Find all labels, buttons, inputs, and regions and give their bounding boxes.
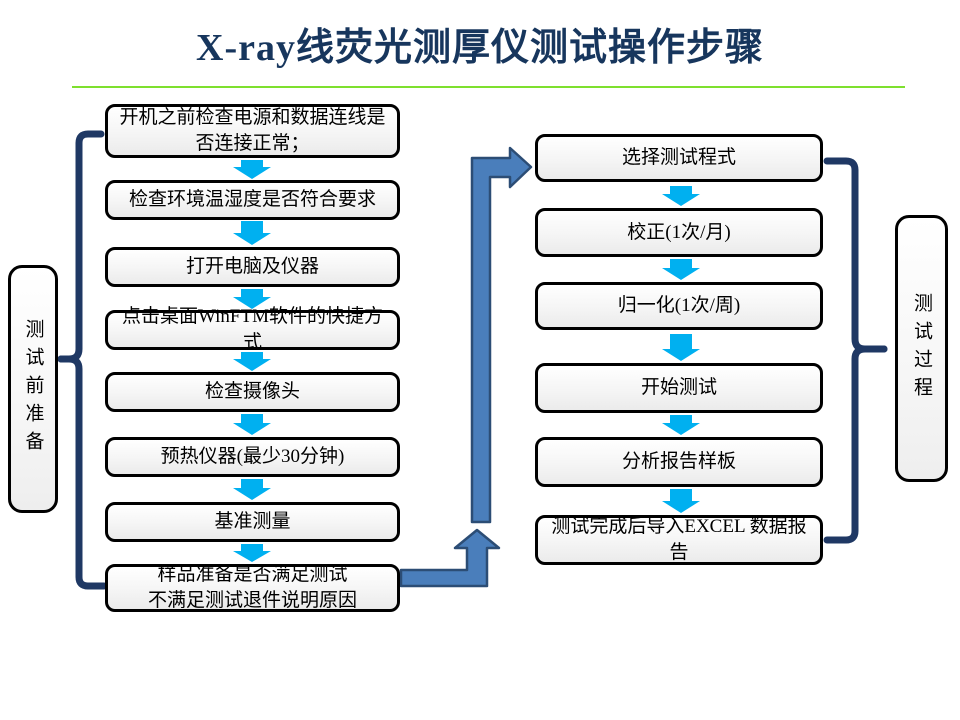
right-brace [823,157,888,353]
left-step-5: 检查摄像头 [105,372,400,412]
page-title: X-ray线荧光测厚仪测试操作步骤 [196,27,764,69]
left-brace-lower [57,355,108,590]
down-arrow-icon [233,289,271,309]
right-brace-lower [823,345,888,544]
left-step-6: 预热仪器(最少30分钟) [105,437,400,477]
left-step-7: 基准测量 [105,502,400,542]
left-brace [57,130,105,363]
down-arrow-icon [233,414,271,435]
right-step-2: 校正(1次/月) [535,208,823,257]
right-step-3: 归一化(1次/周) [535,282,823,330]
elbow-right-arrow [470,146,533,524]
right-step-5: 分析报告样板 [535,437,823,487]
right-step-6: 测试完成后导入EXCEL 数据报告 [535,515,823,565]
down-arrow-icon [233,221,271,245]
left-group-label: 测试前准备 [8,265,58,513]
left-step-2: 检查环境温湿度是否符合要求 [105,180,400,220]
elbow-up-arrow [399,528,501,588]
right-step-4: 开始测试 [535,363,823,413]
down-arrow-icon [662,259,700,280]
down-arrow-icon [233,352,271,371]
down-arrow-icon [662,186,700,206]
down-arrow-icon [233,479,271,500]
down-arrow-icon [662,415,700,435]
left-step-3: 打开电脑及仪器 [105,247,400,287]
left-step-1: 开机之前检查电源和数据连线是 否连接正常； [105,104,400,158]
down-arrow-icon [662,489,700,513]
left-step-4: 点击桌面WinFTM软件的快捷方式 [105,306,400,353]
left-step-8: 样品准备是否满足测试 不满足测试退件说明原因 [105,564,400,612]
down-arrow-icon [233,544,271,562]
right-step-1: 选择测试程式 [535,134,823,182]
title-divider-line [72,86,905,88]
right-group-label: 测试过程 [895,215,948,482]
down-arrow-icon [233,160,271,179]
down-arrow-icon [662,334,700,361]
